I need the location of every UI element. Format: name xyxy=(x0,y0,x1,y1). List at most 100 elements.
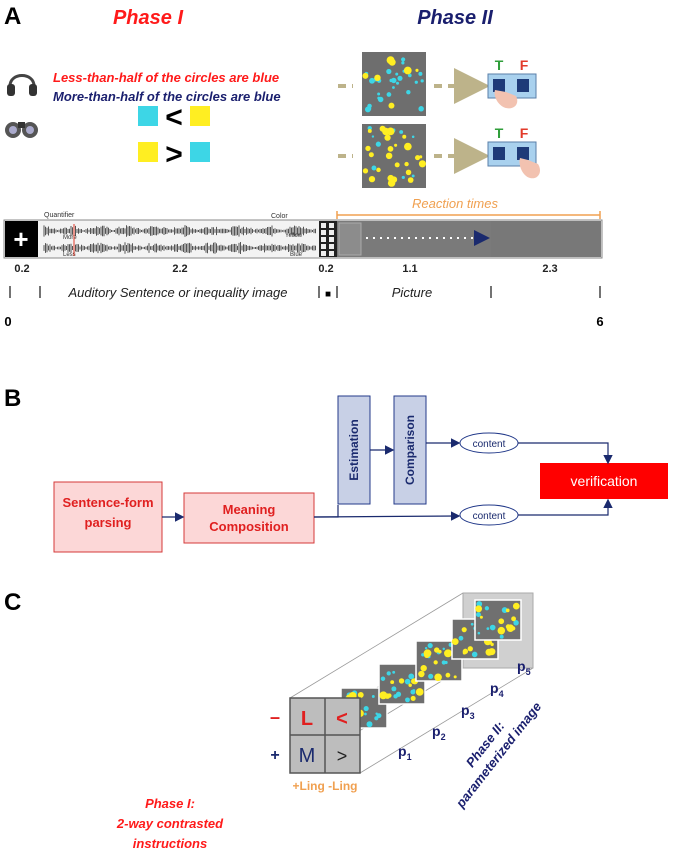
dot-blue xyxy=(420,79,424,83)
dot-yellow xyxy=(394,162,400,168)
dot-yellow xyxy=(451,638,459,646)
hand-pressing-button-icon xyxy=(494,90,518,109)
dot-blue xyxy=(477,631,481,635)
dot-blue xyxy=(428,673,434,679)
verification-box xyxy=(540,463,668,499)
stimulus-dots-2 xyxy=(362,125,426,187)
dot-blue xyxy=(444,660,448,665)
dot-blue xyxy=(404,678,411,685)
dot-yellow xyxy=(408,683,412,687)
p-label-2: p2 xyxy=(432,723,446,742)
wave-quantifier-label: Quantifier xyxy=(44,212,75,219)
dot-blue xyxy=(424,647,428,650)
dot-blue xyxy=(374,716,379,721)
reaction-times-label: Reaction times xyxy=(412,196,498,211)
dot-yellow xyxy=(387,693,392,698)
dot-yellow xyxy=(505,608,510,613)
dot-blue xyxy=(371,135,375,138)
dot-yellow xyxy=(485,648,493,656)
dot-blue xyxy=(418,71,423,76)
dot-blue xyxy=(411,135,415,139)
dot-yellow xyxy=(415,68,419,72)
dot-yellow xyxy=(414,155,421,161)
wave-yellow-label: Yellow xyxy=(285,233,303,239)
dot-yellow xyxy=(398,678,405,684)
dot-blue xyxy=(392,670,396,674)
dot-yellow xyxy=(445,672,451,678)
p-label-1: p1 xyxy=(398,743,412,762)
dot-yellow xyxy=(420,664,427,672)
dot-blue xyxy=(401,61,405,65)
dot-yellow xyxy=(385,152,393,160)
minus-sign: – xyxy=(270,707,280,727)
segment-auditory-label: Auditory Sentence or inequality image xyxy=(68,285,288,300)
dot-blue xyxy=(380,676,386,681)
dot-blue xyxy=(391,686,397,692)
dot-yellow xyxy=(374,74,381,82)
dot-blue xyxy=(363,705,369,712)
comparison-box xyxy=(393,395,427,505)
dot-blue xyxy=(458,635,464,641)
dot-yellow xyxy=(415,688,424,696)
dot-yellow xyxy=(362,72,369,79)
dot-blue xyxy=(408,673,415,680)
dot-blue xyxy=(389,78,393,83)
dot-blue xyxy=(407,73,412,78)
dot-blue xyxy=(371,165,377,171)
duration-sentence: 2.2 xyxy=(172,263,187,275)
dot-yellow xyxy=(444,649,452,658)
grid-M: M xyxy=(299,745,316,767)
dot-yellow xyxy=(387,146,394,152)
content-label-bottom: content xyxy=(473,511,506,522)
dot-yellow xyxy=(490,642,494,647)
dot-blue xyxy=(393,694,398,699)
false-label-2: F xyxy=(520,125,529,141)
dot-blue xyxy=(484,606,489,611)
dot-yellow xyxy=(410,695,416,701)
dot-yellow xyxy=(407,177,414,183)
dot-blue xyxy=(386,92,392,97)
dot-blue xyxy=(499,634,504,639)
phase2-title: Phase II xyxy=(417,7,493,29)
mask-segment xyxy=(319,221,337,257)
dot-yellow xyxy=(367,129,372,133)
sentence-less-than-half: Less-than-half of the circles are blue xyxy=(53,70,279,85)
ling-labels: +Ling -Ling xyxy=(293,779,358,793)
dot-yellow xyxy=(433,647,440,653)
dot-blue xyxy=(486,627,490,631)
dot-yellow xyxy=(368,175,376,183)
panel-b-connectors xyxy=(162,438,613,522)
time-start: 0 xyxy=(4,314,11,329)
mask-square xyxy=(321,230,326,235)
duration-mask: 0.2 xyxy=(318,263,333,275)
mask-square xyxy=(321,244,326,249)
true-label-1: T xyxy=(495,57,504,73)
dot-yellow xyxy=(438,649,442,654)
dot-blue xyxy=(397,75,403,81)
dot-yellow xyxy=(386,127,395,136)
dot-yellow xyxy=(434,673,442,682)
segment-picture-label: Picture xyxy=(392,285,432,300)
dot-blue xyxy=(369,77,375,84)
dot-blue xyxy=(386,68,392,75)
true-label-2: T xyxy=(495,125,504,141)
mask-square xyxy=(329,223,334,228)
meaning-composition-box xyxy=(183,492,315,544)
dot-yellow xyxy=(419,155,423,159)
dot-yellow xyxy=(384,134,391,141)
dot-yellow xyxy=(498,618,505,625)
greater-than-symbol: > xyxy=(165,138,183,171)
dot-yellow xyxy=(379,691,388,700)
dot-blue xyxy=(375,141,381,147)
mask-square xyxy=(321,237,326,242)
dot-blue xyxy=(366,721,373,728)
dot-blue xyxy=(476,601,483,607)
duration-picture: 1.1 xyxy=(402,263,417,275)
grid-L: L xyxy=(301,708,313,730)
response-device-2: T F xyxy=(487,125,541,179)
